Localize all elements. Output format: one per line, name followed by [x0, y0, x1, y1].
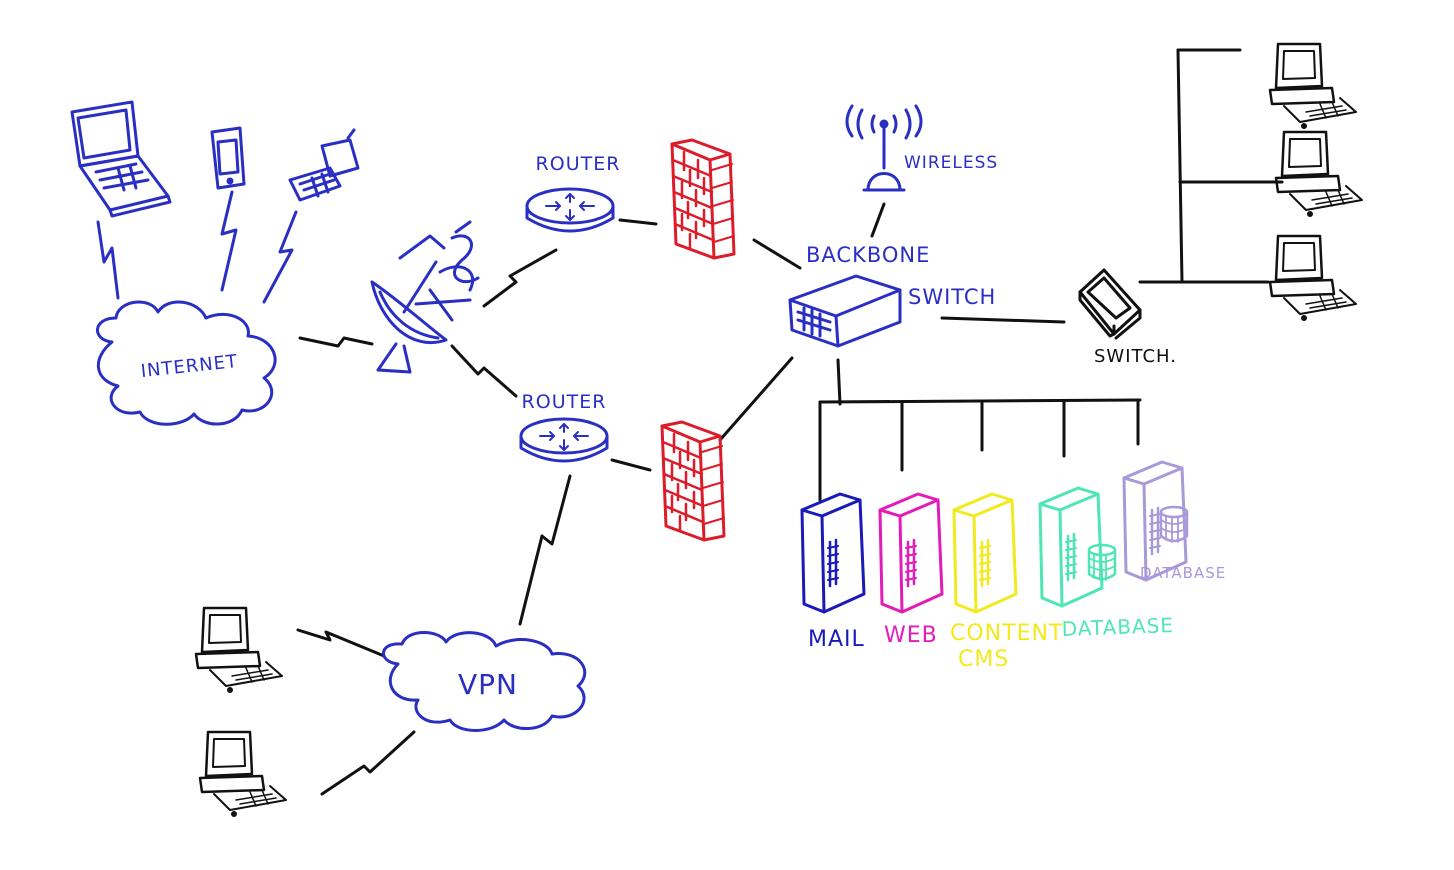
desktop-computer-icon — [1268, 42, 1358, 131]
switch: SWITCH. — [1078, 268, 1177, 367]
backbone-label-line1: BACKBONE — [806, 243, 930, 267]
content-label-line2: CMS — [958, 647, 1009, 672]
connection-lines — [296, 48, 1284, 796]
flip-phone-icon — [288, 128, 360, 202]
cloud-icon — [382, 631, 587, 732]
server-content: CONTENT CMS — [950, 492, 1063, 672]
router-icon — [519, 417, 609, 463]
database-1-label: DATABASE — [1061, 613, 1174, 641]
server-web: WEB — [878, 492, 944, 648]
database-2-label: DATABASE — [1140, 564, 1226, 582]
server-mail: MAIL — [800, 492, 866, 652]
server-icon — [1122, 460, 1188, 582]
server-database-2: DATABASE — [1122, 460, 1226, 582]
cloud-icon — [96, 300, 277, 426]
firewall-icon — [670, 138, 736, 260]
server-icon — [952, 492, 1018, 614]
mail-label: MAIL — [808, 627, 865, 652]
backbone-label-line2: SWITCH — [908, 285, 996, 309]
switch-icon — [1078, 268, 1142, 340]
internet-cloud: INTERNET — [96, 300, 277, 426]
vpn-label: VPN — [458, 668, 518, 701]
switch-label: SWITCH. — [1094, 346, 1177, 367]
router-bottom: ROUTER — [519, 391, 609, 463]
vpn-cloud: VPN — [382, 631, 587, 732]
router-top-label: ROUTER — [536, 153, 621, 175]
laptop-icon — [70, 100, 172, 218]
web-label: WEB — [884, 623, 938, 648]
server-icon — [878, 492, 944, 614]
router-top: ROUTER — [525, 153, 621, 233]
server-icon — [800, 492, 866, 614]
internet-label: INTERNET — [140, 351, 239, 382]
server-database-1: DATABASE — [1038, 486, 1174, 641]
wireless-links — [96, 190, 298, 304]
router-bottom-label: ROUTER — [522, 391, 607, 413]
pda-icon — [210, 126, 246, 190]
router-icon — [525, 187, 615, 233]
backbone-switch: BACKBONE SWITCH — [788, 243, 996, 348]
firewall-icon — [660, 420, 726, 542]
wireless-access-point: WIRELESS — [845, 104, 998, 192]
desktop-computer-icon — [198, 730, 288, 819]
backbone-switch-icon — [788, 274, 902, 348]
satellite-dish-icon — [370, 220, 480, 374]
desktop-computer-icon — [1268, 234, 1358, 323]
desktop-computer-icon — [1274, 130, 1364, 219]
content-label-line1: CONTENT — [950, 621, 1063, 646]
desktop-computer-icon — [194, 606, 284, 695]
wireless-access-point-icon — [845, 104, 923, 192]
wireless-label: WIRELESS — [904, 153, 998, 173]
